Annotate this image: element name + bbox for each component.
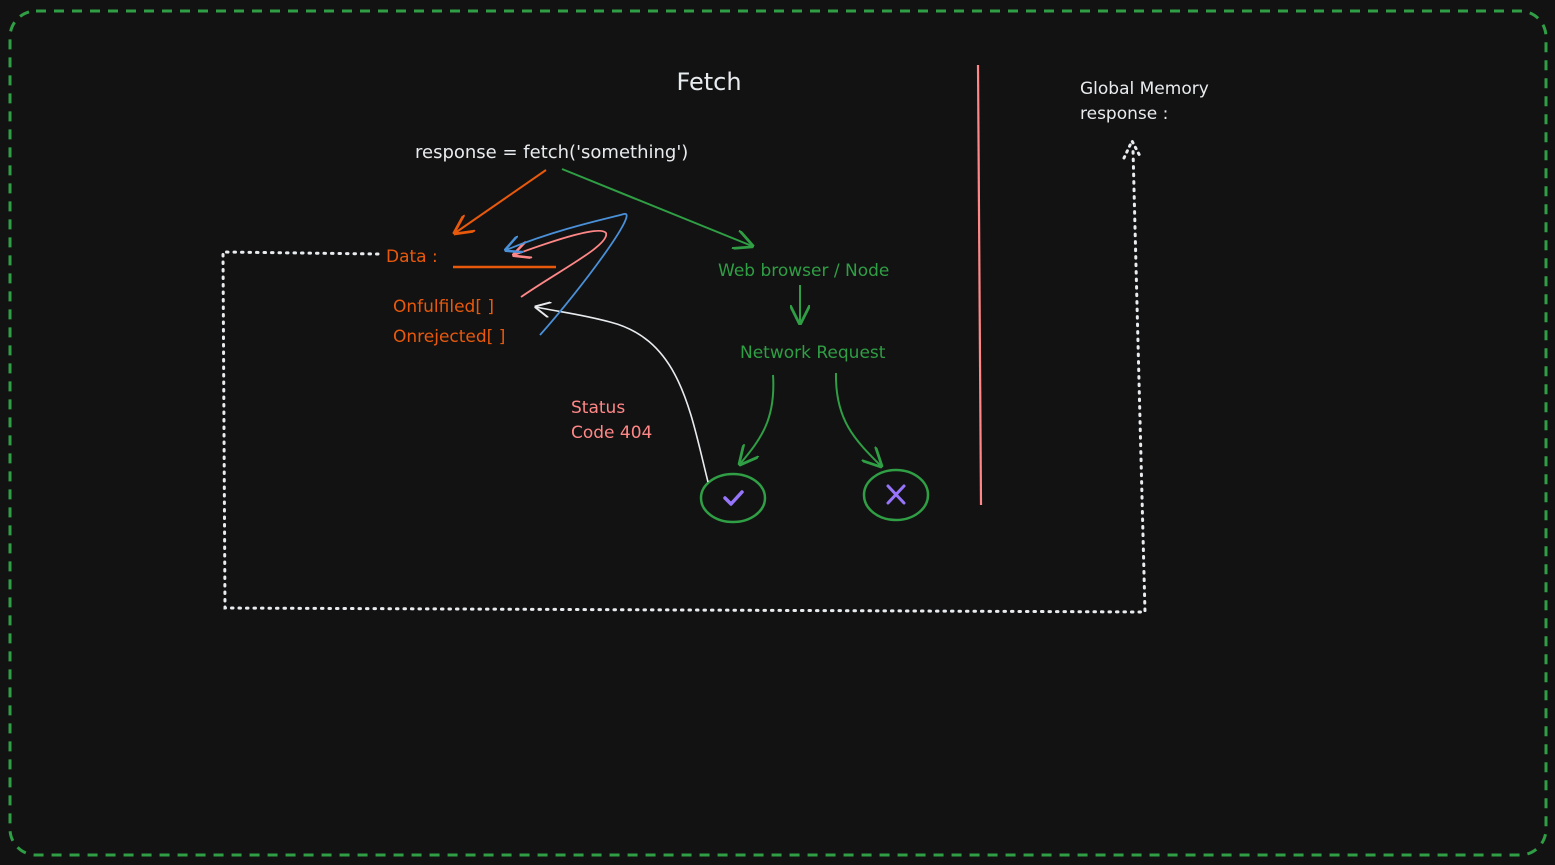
arrow-fetch-to-data bbox=[455, 169, 547, 233]
success-node bbox=[699, 472, 767, 524]
web-browser-node-label: Web browser / Node bbox=[718, 261, 889, 281]
dotted-flow-path bbox=[221, 148, 1147, 614]
outer-frame bbox=[8, 9, 1548, 857]
checkmark-icon bbox=[723, 490, 744, 506]
failure-node bbox=[862, 468, 930, 522]
divider-line bbox=[976, 64, 983, 506]
arrow-success-to-onfulfilled bbox=[536, 307, 709, 483]
onrejected-label: Onrejected[ ] bbox=[393, 327, 505, 347]
arrow-onrejected-to-data bbox=[506, 213, 628, 336]
status-code-line-1: Status bbox=[571, 398, 625, 418]
onfulfilled-label: Onfulfiled[ ] bbox=[393, 297, 494, 317]
global-memory-title: Global Memory bbox=[1080, 79, 1209, 99]
diagram-title: Fetch bbox=[676, 68, 741, 96]
data-label: Data : bbox=[386, 247, 438, 267]
arrow-network-to-success bbox=[740, 374, 775, 464]
global-memory-response-label: response : bbox=[1080, 104, 1168, 124]
arrow-fetch-to-browser bbox=[561, 168, 752, 246]
fetch-call-text: response = fetch('something') bbox=[415, 142, 688, 163]
arrow-onfulfilled-to-data bbox=[514, 229, 607, 298]
network-request-label: Network Request bbox=[740, 343, 886, 363]
status-code-label: Status Code 404 bbox=[571, 398, 652, 443]
x-icon bbox=[886, 484, 906, 505]
arrow-network-to-failure bbox=[834, 372, 881, 466]
status-code-line-2: Code 404 bbox=[571, 423, 652, 443]
dotted-arrowhead bbox=[1122, 137, 1143, 160]
